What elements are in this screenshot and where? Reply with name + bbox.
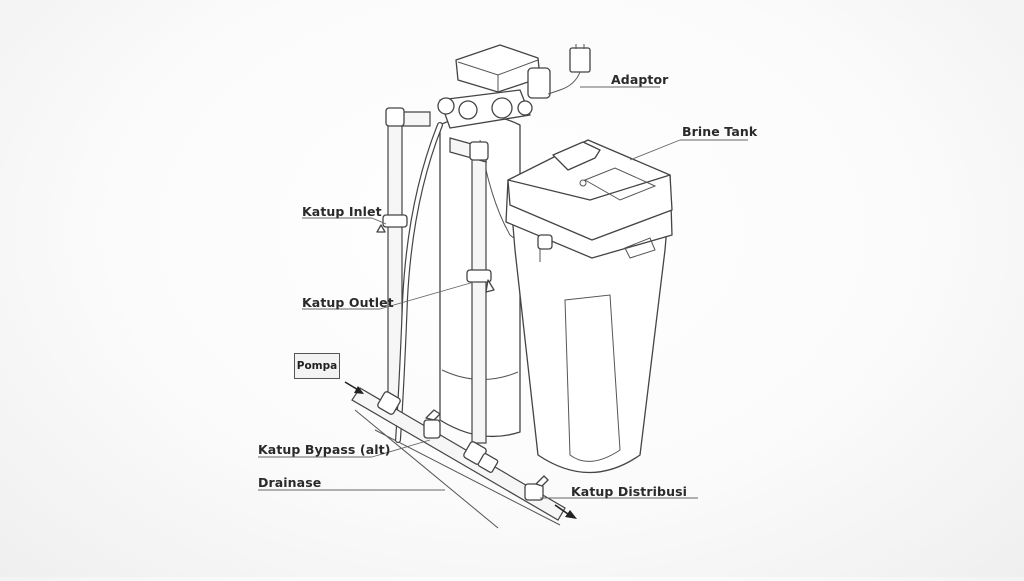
outlet-pipe [449, 137, 489, 444]
inlet-valve-icon [376, 214, 408, 233]
leader-lines [258, 86, 748, 499]
main-line-pipe [351, 387, 566, 521]
brine-tank [505, 139, 673, 474]
distribution-valve-icon [524, 475, 549, 501]
label-katup-bypass: Katup Bypass (alt) [258, 442, 391, 457]
label-drainase: Drainase [258, 475, 322, 490]
label-adaptor: Adaptor [611, 72, 669, 87]
floor-lines [354, 409, 561, 529]
adaptor-plug [547, 44, 591, 95]
inflow-arrow-icon [344, 381, 364, 394]
label-pompa: Pompa [296, 360, 338, 372]
outlet-valve-icon [466, 269, 495, 293]
outflow-arrow-icon [554, 504, 577, 519]
brine-valve-icon [537, 234, 553, 262]
bypass-valve-icon [423, 409, 441, 439]
control-head [437, 44, 551, 129]
label-brine-tank: Brine Tank [682, 124, 758, 139]
label-katup-outlet: Katup Outlet [302, 295, 394, 310]
pompa-box: Pompa [294, 353, 340, 379]
label-katup-inlet: Katup Inlet [302, 204, 382, 219]
label-katup-distribusi: Katup Distribusi [571, 484, 687, 499]
